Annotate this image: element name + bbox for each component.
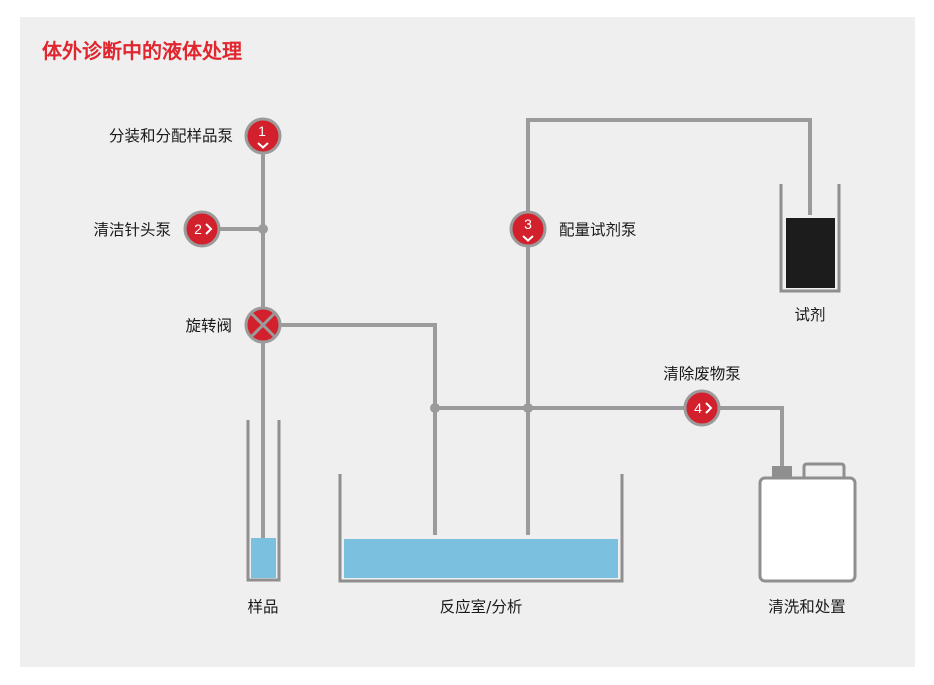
chevron-down-icon (522, 235, 534, 242)
pump-3-label: 配量试剂泵 (559, 221, 637, 239)
reaction-liquid (344, 539, 618, 578)
valve-to-reaction-pipe (277, 323, 437, 535)
reagent-line-pipe (526, 118, 812, 535)
sample-tube-outline (246, 420, 281, 582)
pump-3-circle (509, 210, 547, 248)
pump-4-label: 清除废物泵 (663, 365, 741, 383)
reaction-label: 反应室/分析 (440, 597, 523, 616)
reagent-dosing-pump: 3 配量试剂泵 (509, 210, 637, 248)
junction-dot (258, 224, 268, 234)
rotary-valve: 旋转阀 (185, 306, 282, 344)
pump-1-number: 1 (258, 123, 266, 139)
pump-1-label: 分装和分配样品泵 (109, 127, 233, 145)
waste-canister: 清洗和处置 (758, 462, 857, 616)
chevron-down-icon (257, 142, 269, 149)
pump-2-number: 2 (194, 221, 202, 237)
reagent-label: 试剂 (794, 306, 825, 324)
diagram-title: 体外诊断中的液体处理 (42, 39, 242, 63)
pump-2-circle (183, 210, 221, 248)
pump-1-circle (244, 117, 282, 155)
reaction-chamber: 反应室/分析 (338, 474, 624, 616)
waste-label: 清洗和处置 (768, 598, 846, 616)
pump-3-number: 3 (524, 216, 532, 232)
valve-label: 旋转阀 (185, 317, 232, 335)
reagent-bottle: 试剂 (779, 184, 841, 324)
sample-dispense-pump: 1 分装和分配样品泵 (109, 117, 282, 155)
sample-label: 样品 (247, 598, 278, 616)
waste-to-canister-pipe (716, 406, 784, 466)
reagent-liquid (786, 218, 835, 288)
canister-cap (772, 466, 792, 479)
pump-2-label: 清洁针头泵 (93, 221, 171, 239)
pipe-network (217, 118, 812, 566)
chevron-right-icon (705, 402, 713, 414)
junction-dot (523, 403, 533, 413)
waste-removal-pump: 4 清除废物泵 (663, 365, 741, 427)
sample-liquid (251, 538, 276, 578)
pump-4-number: 4 (694, 400, 702, 416)
x-valve-icon (250, 312, 276, 338)
chevron-right-icon (205, 223, 213, 235)
canister-handle (802, 462, 846, 478)
reaction-chamber-outline (338, 474, 624, 583)
reagent-bottle-outline (779, 184, 841, 293)
junction-dot (430, 403, 440, 413)
needle-clean-pump: 2 清洁针头泵 (93, 210, 221, 248)
sample-tube: 样品 (246, 420, 281, 616)
pump-4-circle (683, 389, 721, 427)
canister-body (758, 476, 857, 583)
